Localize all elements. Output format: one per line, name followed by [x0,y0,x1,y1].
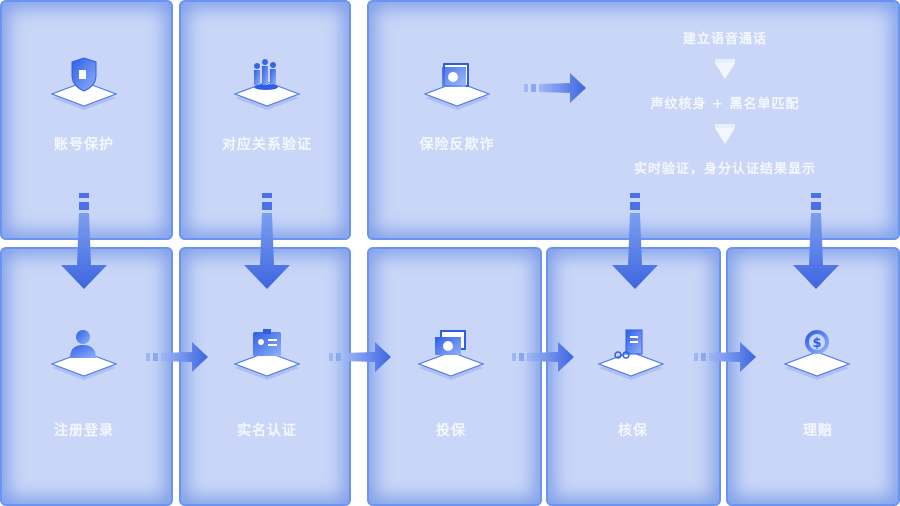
user-icon [51,330,117,381]
right-arrow-icon [694,342,756,372]
label-underwriting: 核保 [618,423,648,439]
id-badge-icon [234,329,300,381]
label-insurance-antifraud: 保险反欺诈 [419,137,495,153]
label-register-login: 注册登录 [54,423,114,439]
clipboard-icon [598,329,664,381]
svg-text:$: $ [812,336,821,351]
right-arrow-icon [524,73,586,103]
label-real-name-auth: 实名认证 [237,423,297,439]
panel-account-protection [0,0,173,240]
people-group-icon [234,59,300,111]
refund-icon: $ [784,330,850,381]
process-step-1: 建立语音通话 [682,32,768,47]
right-arrow-icon [512,342,574,372]
id-card-icon [424,63,490,111]
panel-relation-verification [179,0,351,240]
shield-lock-icon [51,57,117,111]
money-icon [418,330,484,381]
label-relation-verification: 对应关系验证 [222,137,312,153]
down-triangle-icon [715,59,735,79]
right-arrow-icon [146,342,208,372]
down-arrow-icon [612,193,658,289]
down-triangle-icon [715,124,735,144]
label-insure: 投保 [436,423,466,439]
label-account-protection: 账号保护 [54,137,114,153]
label-claims: 理赔 [803,423,833,439]
down-arrow-icon [793,193,839,289]
down-arrow-icon [244,193,290,289]
process-step-3: 实时验证，身分认证结果显示 [633,162,817,177]
process-step-2: 声纹核身 + 黑名单匹配 [650,97,800,112]
right-arrow-icon [329,342,391,372]
down-arrow-icon [61,193,107,289]
